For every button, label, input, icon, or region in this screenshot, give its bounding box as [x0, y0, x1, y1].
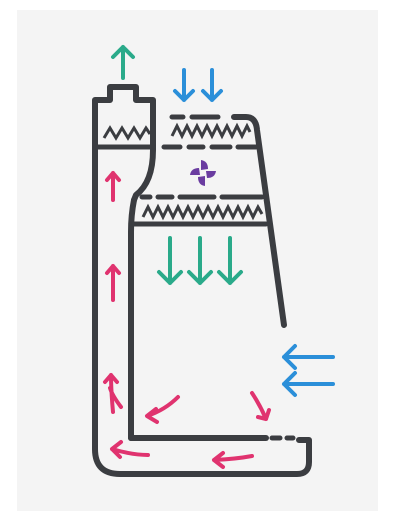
- cabinet-roof: [231, 114, 287, 328]
- top-inflow-arrows: [173, 68, 223, 102]
- front-inflow-arrows: [282, 344, 335, 397]
- exhaust-arrow-icon: [111, 45, 135, 80]
- inflow-arrow-icon: [173, 68, 195, 102]
- downflow-arrow-icon: [217, 236, 243, 285]
- diagram-panel: [17, 10, 378, 511]
- inflow-arrow-icon: [201, 68, 223, 102]
- recirc-left-arrow-icon: [212, 451, 254, 469]
- inner-partition: [128, 197, 137, 441]
- fan-blade-4: [190, 168, 200, 175]
- perforations: [94, 114, 296, 441]
- exhaust-filter-zigzag: [102, 125, 152, 141]
- recirculation-arrows: [103, 171, 271, 469]
- recirc-up-arrow-icon: [105, 264, 121, 302]
- diagram-background: [17, 10, 378, 511]
- front-inflow-arrow-icon: [282, 371, 335, 397]
- filter-zigzag-icon: [102, 122, 264, 221]
- cabinet-outline: [92, 84, 312, 477]
- fan-center: [200, 170, 206, 176]
- recirc-left-arrow-icon: [110, 440, 150, 459]
- biosafety-cabinet-airflow-diagram: [17, 10, 378, 511]
- downflow-filter-zigzag: [141, 203, 264, 221]
- downflow-arrow-icon: [157, 236, 183, 285]
- fan-icon: [190, 160, 216, 186]
- fan-blade-3: [198, 176, 205, 186]
- recirc-curve-arrow-icon: [145, 395, 180, 424]
- front-inflow-arrow-icon: [282, 344, 335, 370]
- recirc-curve-arrow-icon: [250, 391, 271, 421]
- recirc-corner-arrow-icon: [108, 386, 123, 409]
- recirc-up-arrow-icon: [105, 171, 121, 202]
- fan-blade-1: [201, 160, 208, 170]
- recirc-filter-zigzag: [170, 122, 252, 140]
- cabinet-left-wall: [92, 84, 156, 452]
- downflow-arrows: [157, 236, 243, 285]
- downflow-arrow-icon: [187, 236, 213, 285]
- fan-blade-2: [206, 171, 216, 178]
- cabinet-base: [92, 437, 312, 477]
